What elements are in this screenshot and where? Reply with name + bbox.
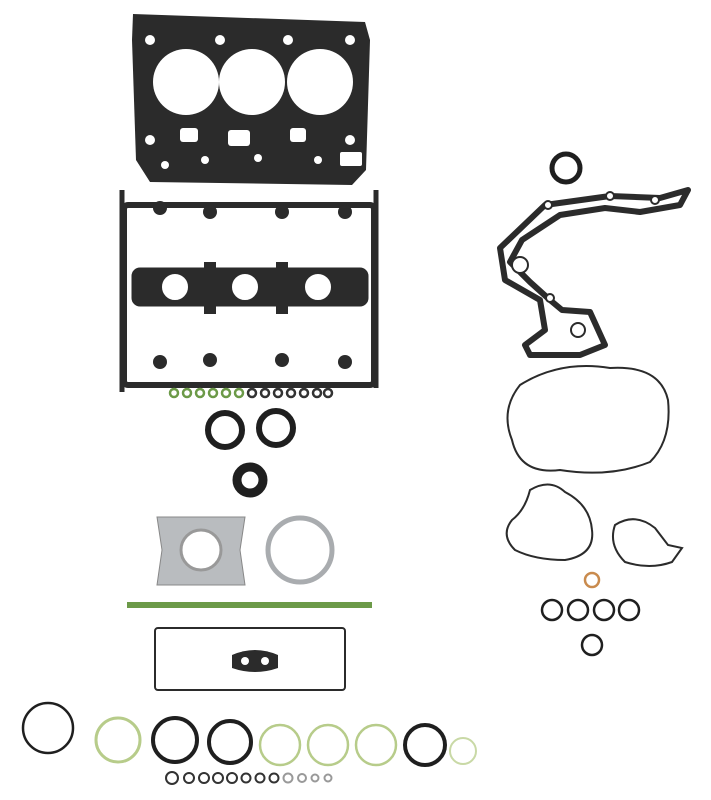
timing-cover-bolt-holes [511, 191, 660, 338]
oil-cooler-gasket [612, 518, 684, 567]
valve-cover-gasket [119, 190, 379, 392]
tiny-o-rings-row [165, 771, 333, 785]
timing-cover-gasket [497, 187, 691, 358]
crank-seal [549, 151, 583, 185]
cylinder-head-gasket [132, 14, 370, 185]
shaft-seals [205, 408, 296, 498]
water-pump-gasket [506, 365, 670, 474]
exhaust-ring-gasket [265, 515, 335, 585]
small-o-rings-row [168, 387, 334, 399]
bottom-o-rings [21, 701, 477, 767]
oil-pan-gasket [154, 627, 346, 691]
thermostat-housing-gasket [505, 483, 594, 562]
exhaust-flange-gasket [156, 516, 246, 586]
right-small-rings [540, 571, 641, 657]
